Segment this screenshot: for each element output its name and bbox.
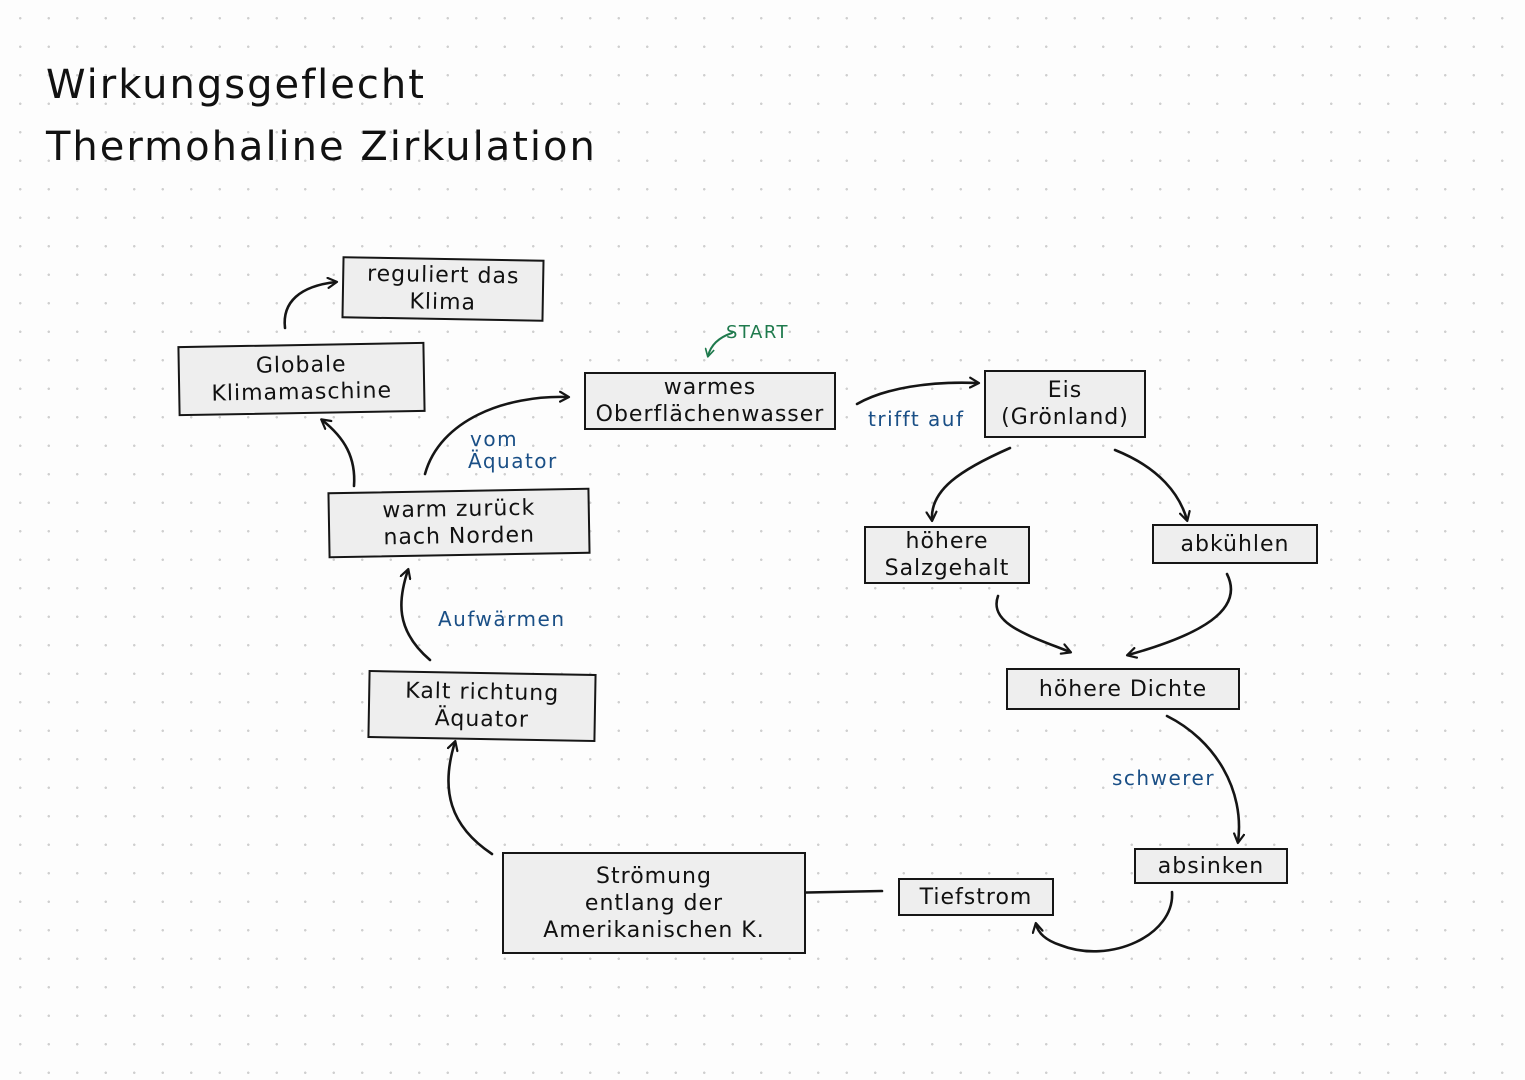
title-line-2: Thermohaline Zirkulation <box>46 124 597 170</box>
arrow-absinken-to-tiefstrom <box>1036 890 1174 953</box>
node-hoehere-dichte: höhere Dichte <box>1006 668 1240 710</box>
node-eis-groenland: Eis(Grönland) <box>984 370 1146 438</box>
label-aufwaermen: Aufwärmen <box>438 607 566 631</box>
node-tiefstrom: Tiefstrom <box>898 878 1054 916</box>
start-marker-arrow <box>704 332 733 358</box>
label-start: START <box>726 322 790 343</box>
label-vom: vom <box>470 427 519 451</box>
title-line-1: Wirkungsgeflecht <box>46 62 426 108</box>
label-trifft-auf: trifft auf <box>868 407 965 431</box>
arrow-dichte-to-absinken <box>1165 714 1239 842</box>
arrow-warmzurueck-to-globale <box>322 420 356 488</box>
arrow-eis-to-salz <box>932 446 1012 520</box>
arrow-stroemung-to-kalt <box>448 742 494 856</box>
arrow-kalt-to-warmzurueck <box>401 570 432 662</box>
arrow-warmes-to-eis <box>855 383 978 406</box>
arrow-globale-to-reguliert <box>283 282 336 330</box>
arrow-warmzurueck-to-warmes <box>423 397 568 476</box>
arrow-abkuehlen-to-dichte <box>1128 572 1233 655</box>
label-schwerer: schwerer <box>1112 766 1216 790</box>
arrow-salz-to-dichte <box>995 594 1070 652</box>
arrow-eis-to-abkuehlen <box>1113 448 1187 520</box>
label-aequator: Äquator <box>468 449 558 473</box>
node-absinken: absinken <box>1134 848 1288 884</box>
node-abkuehlen: abkühlen <box>1152 524 1318 564</box>
